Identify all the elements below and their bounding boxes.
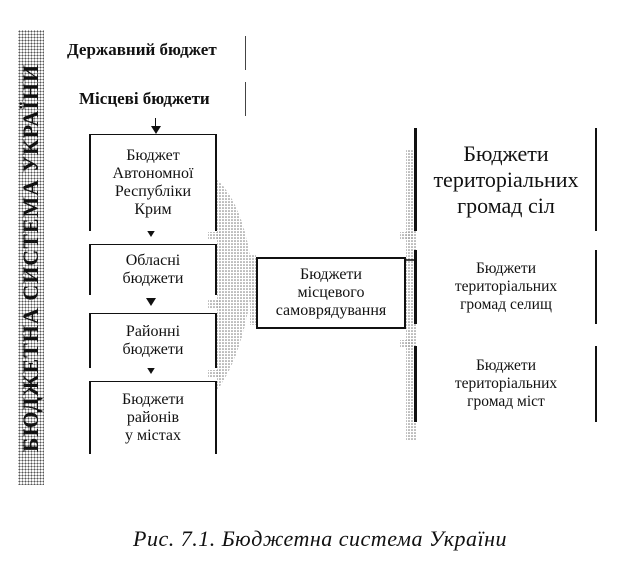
arrow-1 bbox=[151, 118, 161, 134]
local-budgets-divider bbox=[244, 82, 246, 116]
marker-3 bbox=[208, 370, 220, 378]
state-budget-label: Державний бюджет bbox=[67, 40, 217, 60]
marker-1 bbox=[208, 232, 220, 240]
right-bar-shading bbox=[406, 150, 416, 440]
arrow-2 bbox=[146, 229, 156, 237]
state-budget-divider bbox=[244, 36, 246, 70]
marker-5 bbox=[400, 340, 414, 348]
fan-bar-shading bbox=[250, 255, 256, 325]
local-budgets-label: Місцеві бюджети bbox=[79, 89, 210, 109]
arrow-4 bbox=[146, 366, 156, 374]
side-band bbox=[18, 30, 44, 485]
figure-caption: Рис. 7.1. Бюджетна система України bbox=[133, 526, 508, 551]
marker-2 bbox=[208, 300, 220, 308]
marker-4 bbox=[400, 232, 414, 240]
fan-shading bbox=[217, 180, 250, 390]
arrow-3 bbox=[146, 298, 156, 306]
